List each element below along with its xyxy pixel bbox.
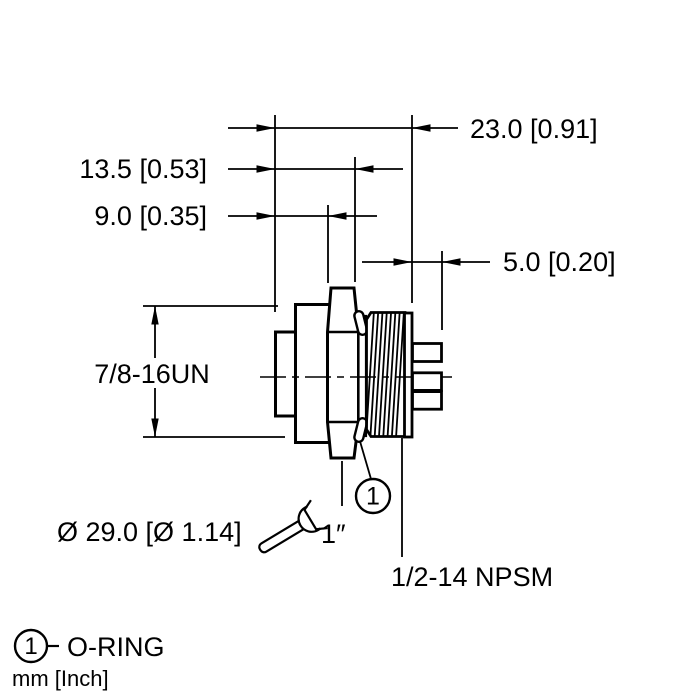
thread-hatching xyxy=(366,312,405,437)
units-note: mm [Inch] xyxy=(12,666,109,691)
legend-number: 1 xyxy=(24,633,37,660)
connector-body xyxy=(260,286,452,460)
legend-callout-circle xyxy=(13,628,49,664)
legend-label: O-RING xyxy=(67,632,165,662)
dimension-arrowheads xyxy=(151,124,461,437)
arrow-right-icon xyxy=(393,258,412,266)
hex-diameter-label: Ø 29.0 [Ø 1.14] xyxy=(57,517,242,547)
coupling-thread-label: 1/2-14 NPSM xyxy=(391,562,553,592)
pin-bottom xyxy=(411,390,443,411)
body-thread-label: 7/8-16UN xyxy=(94,359,210,389)
arrow-left-icon xyxy=(412,124,431,132)
dim-front-length-label: 9.0 [0.35] xyxy=(94,201,207,231)
rear-body xyxy=(274,330,297,418)
hex-nut xyxy=(326,286,360,460)
arrow-left-icon xyxy=(442,258,461,266)
o-ring-top xyxy=(353,310,369,336)
coupling-end-face xyxy=(403,311,414,439)
hex-nut-chamfer-lines xyxy=(327,330,359,424)
dim-rear-length-label: 13.5 [0.53] xyxy=(79,154,207,184)
arrow-right-icon xyxy=(256,212,275,220)
arrow-left-icon xyxy=(355,165,374,173)
arrow-left-icon xyxy=(328,212,347,220)
callout-number: 1 xyxy=(366,483,380,511)
dim-pin-length-label: 5.0 [0.20] xyxy=(503,247,616,277)
callout-circle xyxy=(354,477,392,515)
arrow-up-icon xyxy=(151,306,159,325)
wrench-icon xyxy=(258,495,338,554)
wrench-size-label: 1″ xyxy=(321,519,346,549)
arrow-down-icon xyxy=(151,418,159,437)
arrow-right-icon xyxy=(256,124,275,132)
pin-middle xyxy=(411,371,443,392)
arrow-right-icon xyxy=(256,165,275,173)
threaded-flange-body xyxy=(294,303,332,444)
o-ring-bottom xyxy=(353,417,369,443)
dim-total-length-label: 23.0 [0.91] xyxy=(470,114,598,144)
pin-top xyxy=(411,342,443,363)
contact-pins xyxy=(411,342,443,411)
